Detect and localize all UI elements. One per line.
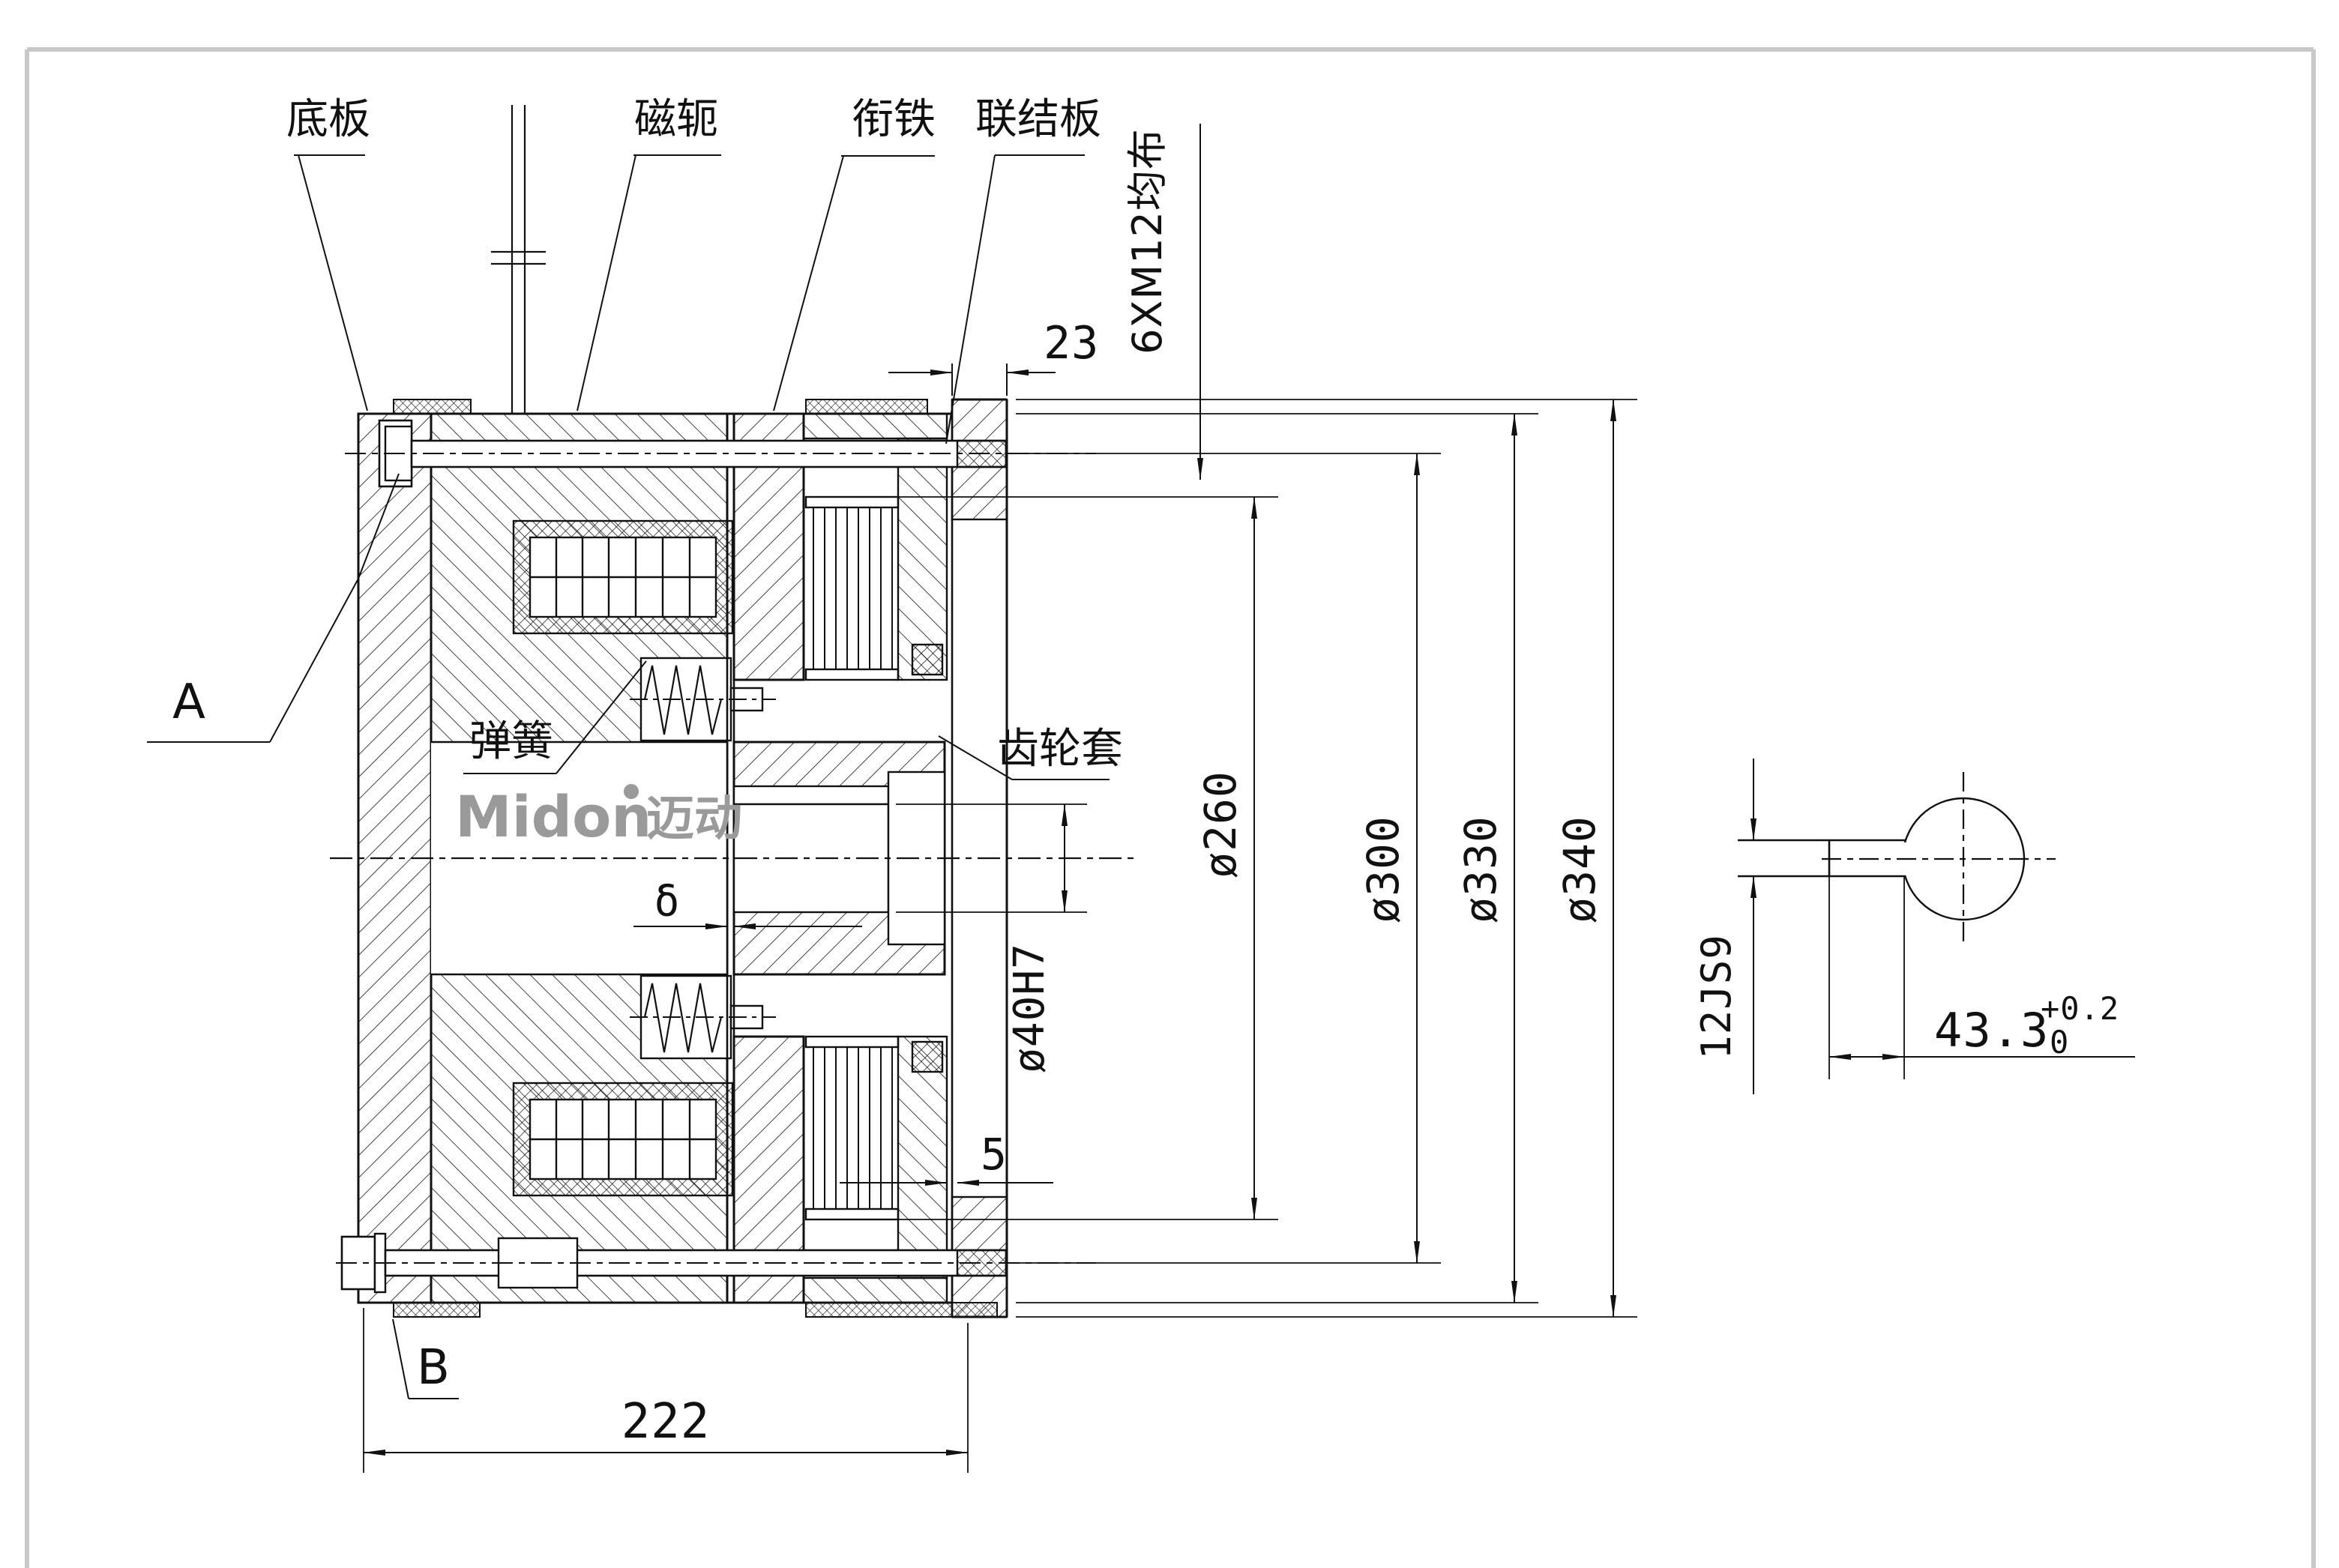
watermark-dot xyxy=(624,784,639,799)
dim-dia-340: ø340 xyxy=(1016,399,1637,1318)
label-connecting-plate: 联结板 xyxy=(945,95,1101,444)
svg-text:5: 5 xyxy=(981,1129,1008,1180)
dim-dia-300: ø300 xyxy=(1016,453,1441,1264)
watermark: Midon 迈动 xyxy=(455,783,742,850)
label-view-b: B xyxy=(392,1318,459,1399)
svg-text:12JS9: 12JS9 xyxy=(1693,934,1740,1060)
seal-top xyxy=(911,643,944,676)
dimensions: 23 6XM12均布 ø260 ø300 ø330 xyxy=(363,124,1637,1473)
svg-text:联结板: 联结板 xyxy=(975,95,1101,144)
watermark-cjk: 迈动 xyxy=(646,791,742,847)
svg-text:衔铁: 衔铁 xyxy=(852,95,936,144)
dim-dia-330: ø330 xyxy=(1016,413,1538,1303)
svg-text:222: 222 xyxy=(621,1394,711,1450)
label-armature: 衔铁 xyxy=(773,95,936,411)
gear-sleeve-hub xyxy=(732,741,946,976)
svg-text:A: A xyxy=(172,675,205,730)
dim-bore: ø40H7 xyxy=(896,803,1087,1073)
svg-text:+0.2: +0.2 xyxy=(2041,990,2119,1027)
label-base-plate: 底板 xyxy=(286,95,370,411)
dim-overall-length: 222 xyxy=(363,1308,969,1473)
label-view-a: A xyxy=(147,473,400,743)
svg-text:齿轮套: 齿轮套 xyxy=(997,725,1123,774)
drum-flange-bottom xyxy=(802,1276,948,1304)
spring-top xyxy=(630,657,776,742)
dim-dia-260: ø260 xyxy=(898,496,1278,1220)
stud-top xyxy=(345,419,1096,488)
label-gear-sleeve: 齿轮套 xyxy=(938,725,1123,780)
disc-pack-bottom xyxy=(804,1035,900,1221)
dim-keyway-depth: 43.3 +0.2 0 xyxy=(1828,876,2135,1079)
dim-bolt-note: 6XM12均布 xyxy=(1124,124,1203,480)
svg-text:δ: δ xyxy=(654,878,681,926)
svg-text:B: B xyxy=(417,1340,450,1396)
svg-text:底板: 底板 xyxy=(286,95,370,144)
svg-text:磁轭: 磁轭 xyxy=(634,95,718,144)
dim-disc-gap: 5 xyxy=(840,1129,1053,1237)
knurled-strips xyxy=(393,399,998,1318)
disc-pack-top xyxy=(804,495,900,681)
svg-text:43.3: 43.3 xyxy=(1934,1003,2049,1058)
svg-text:弹簧: 弹簧 xyxy=(469,717,553,766)
label-yoke: 磁轭 xyxy=(577,95,721,411)
page-frame xyxy=(25,47,2316,1568)
keyway-detail-view: 12JS9 43.3 +0.2 0 xyxy=(1693,759,2135,1094)
main-section-view xyxy=(330,105,1140,1318)
svg-text:6XM12均布: 6XM12均布 xyxy=(1124,128,1171,355)
svg-text:ø260: ø260 xyxy=(1195,771,1246,878)
part-labels: 底板 磁轭 衔铁 联结板 弹簧 齿轮套 xyxy=(147,95,1123,1399)
watermark-brand: Midon xyxy=(455,783,651,850)
dim-air-gap: δ xyxy=(633,878,862,929)
svg-text:0: 0 xyxy=(2050,1024,2069,1061)
dim-plate-thickness: 23 xyxy=(888,317,1099,396)
svg-text:23: 23 xyxy=(1044,317,1099,370)
spring-bottom xyxy=(630,974,776,1060)
svg-text:ø340: ø340 xyxy=(1554,815,1605,923)
drum-flange-top xyxy=(802,412,948,440)
coil-lead-rod xyxy=(491,105,546,414)
coil-bottom xyxy=(512,1082,734,1197)
drum-top xyxy=(897,437,948,681)
svg-text:ø40H7: ø40H7 xyxy=(1005,943,1054,1073)
seal-bottom xyxy=(911,1040,944,1073)
dim-keyway-width: 12JS9 xyxy=(1693,759,1756,1094)
svg-text:ø330: ø330 xyxy=(1455,815,1506,923)
coil-top xyxy=(512,519,734,635)
label-spring: 弹簧 xyxy=(463,660,647,774)
svg-text:ø300: ø300 xyxy=(1358,815,1409,923)
drum-bottom xyxy=(897,1035,948,1279)
stud-bottom xyxy=(336,1232,1096,1294)
